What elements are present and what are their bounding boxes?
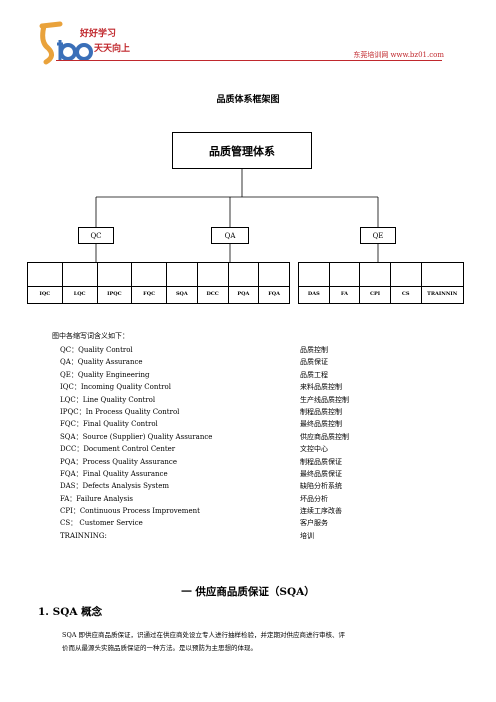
legend-row: DAS：Defects Analysis System 缺陷分析系统 bbox=[60, 480, 480, 492]
legend-row: QE：Quality Engineering 品质工程 bbox=[60, 369, 480, 381]
subsection-title: 1. SQA 概念 bbox=[38, 606, 103, 618]
group-node-qe: QE bbox=[360, 227, 396, 244]
legend-meaning: 培训 bbox=[300, 531, 314, 540]
legend-meaning: 来料品质控制 bbox=[300, 383, 342, 392]
qe-children: DAS FA CPI CS TRAINNIN bbox=[298, 262, 464, 304]
legend-meaning: 品质保证 bbox=[300, 358, 328, 367]
legend-row: LQC：Line Quality Control 生产线品质控制 bbox=[60, 394, 480, 406]
legend-term: QA：Quality Assurance bbox=[60, 358, 143, 367]
legend-meaning: 制程品质保证 bbox=[300, 457, 342, 466]
legend-term: LQC：Line Quality Control bbox=[60, 395, 156, 404]
legend-term: TRAINNING: bbox=[60, 531, 107, 540]
qa-children: SQA DCC PQA FQA bbox=[166, 262, 290, 304]
legend-meaning: 最终品质保证 bbox=[300, 469, 342, 478]
leaf-node-fqc: FQC bbox=[143, 291, 156, 297]
legend-row: FA：Failure Analysis 坏品分析 bbox=[60, 493, 480, 505]
legend-term: CPI：Continuous Process Improvement bbox=[60, 507, 200, 516]
legend-term: QC：Quality Control bbox=[60, 346, 133, 354]
leaf-row-cap bbox=[167, 263, 289, 287]
legend-row: TRAINNING: 培训 bbox=[60, 530, 480, 542]
paragraph-line-2: 价而从最源头实施品质保证的一种方法。是以预防为主思想的体现。 bbox=[62, 644, 257, 652]
paragraph-line-1: SQA 即供应商品质保证，识通过在供应商处设立专人进行抽样检验，并定期对供应商进… bbox=[62, 631, 346, 639]
legend-row: FQC：Final Quality Control 最终品质控制 bbox=[60, 418, 480, 430]
legend-meaning: 最终品质控制 bbox=[300, 420, 342, 429]
legend-term: FQC：Final Quality Control bbox=[60, 420, 158, 429]
header-divider bbox=[56, 60, 442, 61]
logo-slogan-bottom: 天天向上 bbox=[94, 42, 130, 53]
legend-term: PQA：Process Quality Assurance bbox=[60, 457, 177, 466]
leaf-node-cpi: CPI bbox=[360, 263, 391, 303]
legend-row: QA：Quality Assurance 品质保证 bbox=[60, 356, 480, 368]
legend-row: IPQC：In Process Quality Control 制程品质控制 bbox=[60, 406, 480, 418]
legend-meaning: 品质控制 bbox=[300, 346, 328, 354]
legend-meaning: 生产线品质控制 bbox=[300, 395, 349, 404]
root-node: 品质管理体系 bbox=[172, 132, 312, 169]
leaf-node-das: DAS bbox=[299, 263, 330, 303]
legend-row: SQA：Source (Supplier) Quality Assurance 供… bbox=[60, 431, 480, 443]
leaf-node-pqa: PQA bbox=[229, 263, 260, 303]
logo-slogan-top: 好好学习 bbox=[79, 27, 116, 38]
legend-term: DCC：Document Control Center bbox=[60, 445, 176, 454]
page-title: 品质体系框架图 bbox=[216, 95, 280, 105]
legend-term: CS： Customer Service bbox=[60, 519, 143, 528]
leaf-node-sqa: SQA bbox=[167, 263, 198, 303]
legend-row: PQA：Process Quality Assurance 制程品质保证 bbox=[60, 456, 480, 468]
section-title: 一 供应商品质保证（SQA） bbox=[181, 586, 315, 598]
site-url[interactable]: 东莞培训网 www.bz01.com bbox=[353, 51, 444, 59]
legend-meaning: 文控中心 bbox=[300, 445, 328, 454]
leaf-node-ipqc: IPQC bbox=[98, 263, 133, 303]
legend-term: FA：Failure Analysis bbox=[60, 494, 133, 503]
legend-row: QC：Quality Control 品质控制 bbox=[60, 344, 480, 356]
leaf-node-trainning: TRAINNIN bbox=[427, 291, 458, 297]
legend-meaning: 客户服务 bbox=[300, 519, 328, 528]
legend-row: DCC：Document Control Center 文控中心 bbox=[60, 443, 480, 455]
legend-meaning: 品质工程 bbox=[300, 370, 328, 379]
qc-children: IQC LQC IPQC FQC bbox=[27, 262, 167, 304]
leaf-row-cap bbox=[28, 263, 166, 287]
leaf-row-cap bbox=[299, 263, 463, 287]
leaf-node-lqc: LQC bbox=[63, 263, 98, 303]
legend-row: IQC：Incoming Quality Control 来料品质控制 bbox=[60, 381, 480, 393]
legend-meaning: 制程品质控制 bbox=[300, 407, 342, 416]
legend-term: FQA：Final Quality Assurance bbox=[60, 469, 168, 478]
legend-meaning: 连续工序改善 bbox=[300, 507, 342, 516]
legend-meaning: 坏品分析 bbox=[300, 494, 328, 503]
group-node-qa: QA bbox=[211, 227, 249, 244]
legend-meaning: 缺陷分析系统 bbox=[300, 482, 342, 491]
leaf-node-fqa: FQA bbox=[268, 291, 281, 297]
abbreviation-legend: QC：Quality Control 品质控制 QA：Quality Assuran… bbox=[60, 344, 480, 542]
leaf-node-cs: CS bbox=[391, 263, 422, 303]
legend-meaning: 供应商品质控制 bbox=[300, 432, 349, 441]
legend-intro: 图中各缩写词含义如下： bbox=[52, 332, 129, 340]
legend-term: DAS：Defects Analysis System bbox=[60, 482, 170, 491]
legend-row: CPI：Continuous Process Improvement 连续工序改善 bbox=[60, 505, 480, 517]
site-logo: 好好学习 天天向上 bbox=[38, 18, 134, 66]
legend-row: CS： Customer Service 客户服务 bbox=[60, 517, 480, 529]
legend-row: FQA：Final Quality Assurance 最终品质保证 bbox=[60, 468, 480, 480]
leaf-node-fa: FA bbox=[330, 263, 361, 303]
leaf-node-dcc: DCC bbox=[198, 263, 229, 303]
legend-term: IPQC：In Process Quality Control bbox=[60, 407, 180, 416]
group-node-qc: QC bbox=[78, 227, 114, 244]
legend-term: QE：Quality Engineering bbox=[60, 370, 150, 379]
legend-term: IQC：Incoming Quality Control bbox=[60, 383, 171, 392]
leaf-node-iqc: IQC bbox=[28, 263, 63, 303]
legend-term: SQA：Source (Supplier) Quality Assurance bbox=[60, 432, 213, 441]
